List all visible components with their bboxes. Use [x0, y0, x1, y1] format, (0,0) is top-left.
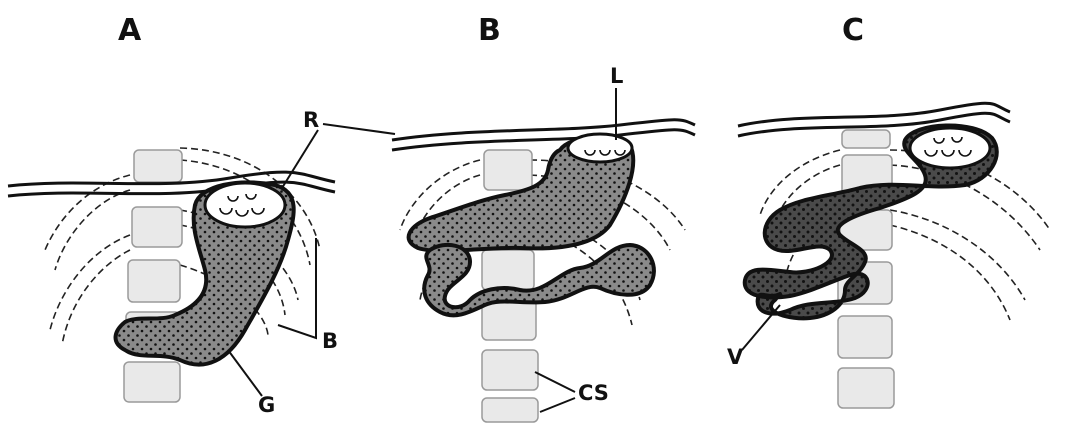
panel-c-letter: C [842, 13, 864, 48]
panel-b-diaphragm [392, 120, 695, 140]
panel-b-letter: B [478, 13, 501, 48]
label-l: L [610, 64, 623, 88]
label-g: G [258, 393, 275, 417]
panel-b-gas-bubble [568, 134, 632, 162]
label-cs: CS [578, 381, 609, 405]
panel-c-gas-bubble [910, 128, 990, 168]
panel-a-gas-bubble [205, 183, 285, 227]
label-r: R [303, 108, 319, 132]
panel-b-bowel-loops [424, 245, 654, 315]
panel-b-diaphragm-inner [392, 130, 695, 150]
panel-b: B L [392, 13, 695, 422]
panel-a-spine [124, 150, 182, 402]
label-v: V [727, 345, 744, 369]
label-b: B [322, 329, 338, 353]
panel-c: C V [727, 13, 1050, 408]
panel-a-letter: A [118, 13, 142, 48]
panel-a: A R [8, 13, 395, 417]
